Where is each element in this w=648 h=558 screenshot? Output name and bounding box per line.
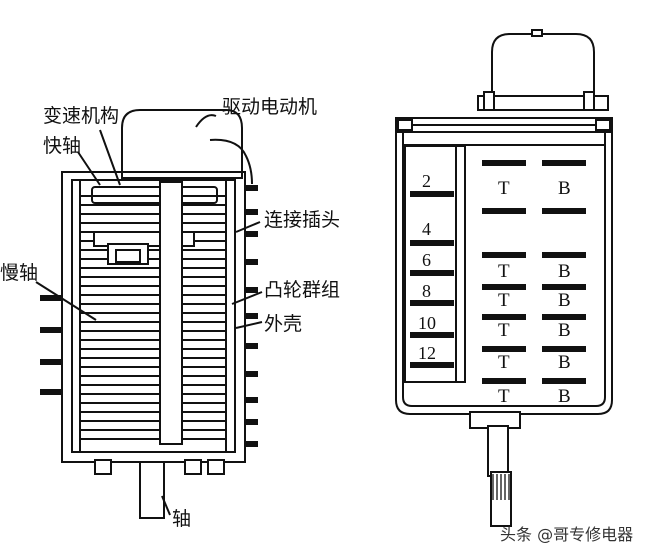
connector-pin bbox=[245, 185, 258, 191]
label-slow-shaft: 慢轴 bbox=[0, 262, 38, 284]
connector-pin bbox=[245, 287, 258, 293]
connector-pin bbox=[245, 441, 258, 447]
contact-bar-t bbox=[482, 252, 526, 258]
contact-bar-t bbox=[482, 208, 526, 214]
contact-bar-b bbox=[542, 346, 586, 352]
num-12: 12 bbox=[418, 343, 436, 363]
contact-labels: T B T B T B T B T B T B bbox=[498, 178, 571, 407]
contact-box-outer bbox=[395, 117, 613, 415]
housing-pin bbox=[40, 327, 62, 333]
housing-inner bbox=[71, 179, 236, 453]
watermark-text: 头条 @哥专修电器 bbox=[500, 525, 633, 544]
contact-label-t: T bbox=[498, 261, 510, 282]
motor-wire bbox=[209, 138, 253, 185]
contact-bar-t bbox=[482, 160, 526, 166]
num-4: 4 bbox=[422, 219, 431, 239]
contact-label-t: T bbox=[498, 290, 510, 311]
num-2: 2 bbox=[422, 171, 431, 191]
contact-bar-b bbox=[542, 314, 586, 320]
number-bar bbox=[410, 300, 454, 306]
number-bars bbox=[410, 191, 454, 368]
contact-bar-t bbox=[482, 378, 526, 384]
housing-pin bbox=[40, 295, 62, 301]
number-panel bbox=[404, 145, 466, 383]
housing-pin bbox=[40, 389, 62, 395]
number-bar bbox=[410, 270, 454, 276]
contact-bar-t bbox=[482, 314, 526, 320]
label-cam-group: 凸轮群组 bbox=[264, 279, 340, 301]
cam-timer-diagram: 变速机构 驱动电动机 快轴 连接插头 慢轴 凸轮群组 外壳 轴 bbox=[0, 96, 340, 530]
contact-bars bbox=[482, 160, 586, 384]
contact-bar-b bbox=[542, 378, 586, 384]
connector-pin bbox=[245, 419, 258, 425]
connector-pin bbox=[245, 371, 258, 377]
contact-label-b: B bbox=[558, 352, 571, 373]
contact-label-t: T bbox=[498, 320, 510, 341]
housing-left-pins bbox=[40, 295, 62, 395]
contact-label-t: T bbox=[498, 352, 510, 373]
label-fast-shaft: 快轴 bbox=[43, 135, 81, 157]
label-connector-plug: 连接插头 bbox=[264, 209, 340, 231]
label-speed-mechanism: 变速机构 bbox=[43, 105, 119, 127]
label-drive-motor: 驱动电动机 bbox=[222, 96, 317, 118]
contact-label-b: B bbox=[558, 290, 571, 311]
gear-mechanism-box bbox=[91, 186, 218, 204]
contact-bar-t bbox=[482, 284, 526, 290]
output-shaft bbox=[139, 461, 165, 519]
contact-bar-b bbox=[542, 252, 586, 258]
number-bar bbox=[410, 362, 454, 368]
connector-pin bbox=[245, 313, 258, 319]
contact-label-b: B bbox=[558, 386, 571, 407]
label-shaft: 轴 bbox=[172, 508, 191, 530]
num-8: 8 bbox=[422, 281, 431, 301]
fast-shaft-column bbox=[159, 181, 183, 445]
top-motor bbox=[491, 33, 595, 109]
number-bar bbox=[410, 191, 454, 197]
shaft-ribs bbox=[492, 474, 510, 500]
connector-pin bbox=[245, 231, 258, 237]
number-bar bbox=[410, 332, 454, 338]
num-6: 6 bbox=[422, 250, 431, 270]
label-housing: 外壳 bbox=[264, 313, 302, 335]
contact-label-t: T bbox=[498, 178, 510, 199]
connector-pins bbox=[245, 185, 258, 447]
contact-layout-diagram: 2 4 6 8 10 12 T B T B T B T B T B T B bbox=[395, 29, 613, 527]
contact-label-b: B bbox=[558, 320, 571, 341]
housing-pin bbox=[40, 359, 62, 365]
num-10: 10 bbox=[418, 313, 436, 333]
connector-pin bbox=[245, 343, 258, 349]
connector-pin bbox=[245, 209, 258, 215]
contact-bar-b bbox=[542, 208, 586, 214]
contact-bar-b bbox=[542, 284, 586, 290]
contact-label-t: T bbox=[498, 386, 510, 407]
contact-bar-b bbox=[542, 160, 586, 166]
contact-label-b: B bbox=[558, 178, 571, 199]
contact-label-b: B bbox=[558, 261, 571, 282]
number-bar bbox=[410, 240, 454, 246]
contact-bar-t bbox=[482, 346, 526, 352]
drive-motor-body bbox=[121, 109, 243, 179]
connector-pin bbox=[245, 259, 258, 265]
connector-pin bbox=[245, 397, 258, 403]
